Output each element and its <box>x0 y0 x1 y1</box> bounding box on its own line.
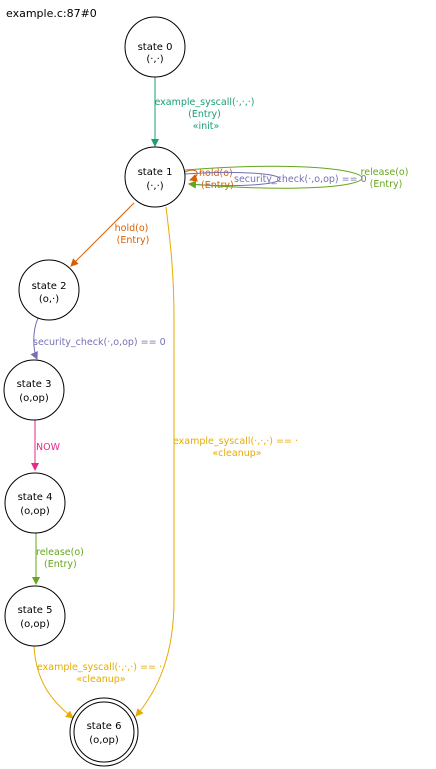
svg-text:release(o) (Entry): release(o) (Entry) <box>361 167 412 190</box>
transition-s1-s6: example_syscall(·,·,·) == · «cleanup» <box>135 206 301 717</box>
edge-label-line: (Entry) <box>370 179 403 190</box>
edge-label-line: security_check(·,o,op) == 0 <box>234 174 367 185</box>
svg-text:example_syscall(·,·,·) (: example_syscall(·,·,·) (Entry) «init» <box>154 97 257 132</box>
svg-text:example_syscall(·,·,·) == ·: example_syscall(·,·,·) == · «cleanup» <box>37 662 165 685</box>
edge-label-line: hold(o) <box>115 223 149 234</box>
svg-text:hold(o) (Entry): hold(o) (Entry) <box>115 223 152 246</box>
edge-label-line: «cleanup» <box>212 448 261 459</box>
edge-label-line: example_syscall(·,·,·) == · <box>37 662 162 673</box>
transition-s2-s3: security_check(·,o,op) == 0 <box>30 317 166 360</box>
state-vars: (·,·) <box>146 54 163 65</box>
svg-text:hold(o) (Entry): hold(o) (Entry) <box>199 168 236 191</box>
edge-label-line: (Entry) <box>188 109 221 120</box>
state-vars: (o,·) <box>39 294 59 305</box>
state-node-3: state 3 (o,op) <box>3 359 65 421</box>
state-node-1: state 1 (·,·) <box>124 146 186 208</box>
state-name: state 0 <box>138 42 173 53</box>
state-name: state 5 <box>18 605 53 616</box>
transition-s1-self-release: release(o) (Entry) <box>184 165 412 190</box>
edge-label-line: security_check(·,o,op) == 0 <box>33 337 166 348</box>
state-node-0: state 0 (·,·) <box>124 16 186 78</box>
state-vars: (o,op) <box>20 619 50 630</box>
transition-s1-s2: hold(o) (Entry) <box>70 202 152 267</box>
transition-s3-s4: NOW <box>31 420 61 471</box>
state-node-6-accepting: state 6 (o,op) <box>69 697 139 767</box>
edge-label-line: «cleanup» <box>76 674 125 685</box>
state-node-4: state 4 (o,op) <box>4 472 66 534</box>
edge-label-line: NOW <box>36 442 61 453</box>
state-vars: (o,op) <box>89 735 119 746</box>
edge-label-line: hold(o) <box>199 168 233 179</box>
transition-s1-self-hold: hold(o) (Entry) <box>184 168 236 191</box>
state-name: state 3 <box>17 379 52 390</box>
svg-text:release(o) (Entry): release(o) (Entry) <box>36 547 87 570</box>
edge-label-line: (Entry) <box>117 235 150 246</box>
transition-s0-s1: example_syscall(·,·,·) (Entry) «init» <box>151 77 257 147</box>
transition-s5-s6: example_syscall(·,·,·) == · «cleanup» <box>33 645 165 719</box>
edge-label-line: example_syscall(·,·,·) == · <box>173 436 298 447</box>
state-node-5: state 5 (o,op) <box>4 585 66 647</box>
edge-label-line: (Entry) <box>44 559 77 570</box>
transition-s4-s5: release(o) (Entry) <box>32 533 87 585</box>
state-name: state 2 <box>32 281 67 292</box>
state-name: state 6 <box>87 721 122 732</box>
state-name: state 4 <box>18 492 53 503</box>
state-vars: (·,·) <box>146 181 163 192</box>
state-name: state 1 <box>138 167 173 178</box>
state-vars: (o,op) <box>20 506 50 517</box>
diagram-title: example.c:87#0 <box>6 7 97 20</box>
edge-label-line: release(o) <box>36 547 84 558</box>
transition-s1-self-security: security_check(·,o,op) == 0 <box>184 171 367 189</box>
svg-text:example_syscall(·,·,·) == ·: example_syscall(·,·,·) == · «cleanup» <box>173 436 301 459</box>
edge-label-line: «init» <box>193 121 220 132</box>
state-vars: (o,op) <box>19 393 49 404</box>
edge-label-line: example_syscall(·,·,·) <box>154 97 254 108</box>
edge-label-line: release(o) <box>361 167 409 178</box>
state-node-2: state 2 (o,·) <box>18 259 80 321</box>
